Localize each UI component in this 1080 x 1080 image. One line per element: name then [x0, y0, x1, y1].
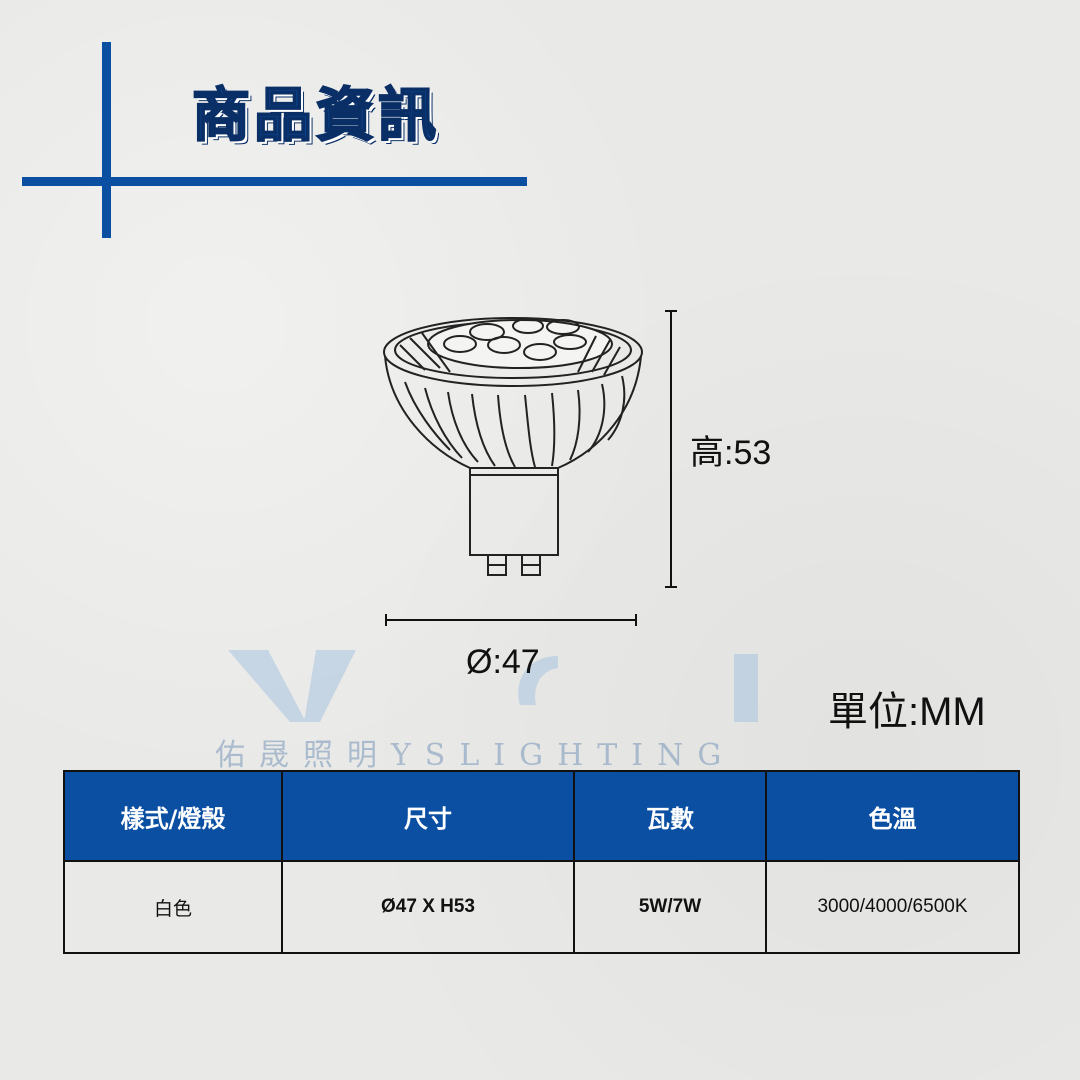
diameter-dimension-line — [385, 614, 637, 626]
header-wattage: 瓦數 — [573, 770, 767, 862]
header-size: 尺寸 — [281, 770, 575, 862]
led-bulb-drawing — [383, 317, 643, 576]
header-vertical-rule — [102, 42, 111, 238]
table-header-row: 樣式/燈殼 尺寸 瓦數 色溫 — [63, 770, 1020, 862]
page-title: 商品資訊 — [191, 80, 441, 150]
unit-label: 單位:MM — [828, 690, 986, 734]
watermark-logo — [228, 650, 758, 722]
header-horizontal-rule — [22, 177, 527, 186]
table-row: 白色 Ø47 X H53 5W/7W 3000/4000/6500K — [63, 860, 1020, 954]
header-color-temp: 色溫 — [765, 770, 1020, 862]
cell-size: Ø47 X H53 — [281, 860, 575, 954]
cell-color-temp: 3000/4000/6500K — [765, 860, 1020, 954]
cell-wattage: 5W/7W — [573, 860, 767, 954]
diameter-label: Ø:47 — [466, 643, 540, 681]
cell-style: 白色 — [63, 860, 283, 954]
spec-table: 樣式/燈殼 尺寸 瓦數 色溫 白色 Ø47 X H53 5W/7W 3000/4… — [63, 770, 1020, 954]
header-style: 樣式/燈殼 — [63, 770, 283, 862]
height-label: 高:53 — [690, 434, 772, 472]
watermark-text: 佑晟照明YSLIGHTING — [215, 738, 736, 773]
height-dimension-line — [665, 310, 677, 588]
